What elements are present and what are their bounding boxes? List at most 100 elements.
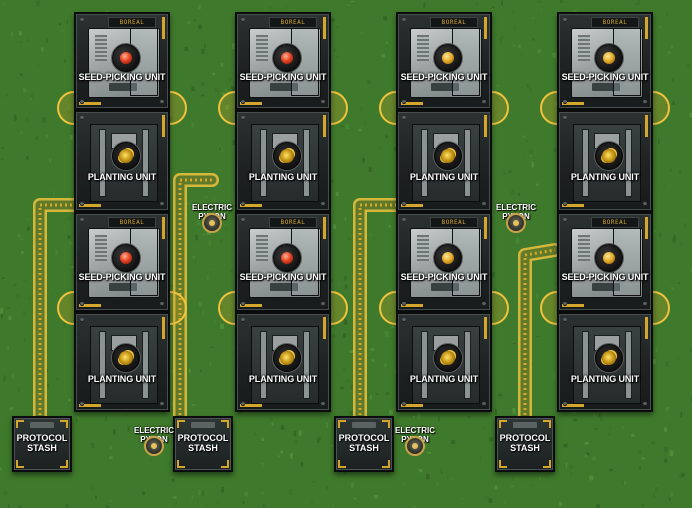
- frame-accent: [401, 102, 423, 105]
- crop-status-icon[interactable]: [595, 142, 623, 170]
- pylon-icon: [202, 213, 222, 233]
- unit-label: PLANTING UNIT: [248, 374, 318, 384]
- protocol-stash[interactable]: PROTOCOL STASH: [173, 416, 233, 472]
- crop-status-icon[interactable]: [595, 344, 623, 372]
- vent-grille: [95, 235, 107, 261]
- unit-label: SEED-PICKING UNIT: [239, 72, 327, 82]
- seed-core-icon: [603, 252, 615, 264]
- seed-status-icon[interactable]: [273, 44, 301, 72]
- seed-core-icon: [120, 252, 132, 264]
- crop-icon: [602, 149, 616, 163]
- seed-picking-unit[interactable]: BOREAL SEED-PICKING UNIT: [74, 12, 170, 110]
- planting-unit[interactable]: PLANTING UNIT: [74, 312, 170, 412]
- seed-core-icon: [442, 52, 454, 64]
- electric-pylon[interactable]: ELECTRIC PYLON: [124, 426, 184, 476]
- unit-label: SEED-PICKING UNIT: [78, 72, 166, 82]
- bolt: [80, 18, 84, 22]
- crop-status-icon[interactable]: [273, 142, 301, 170]
- crop-status-icon[interactable]: [112, 344, 140, 372]
- electric-pylon[interactable]: ELECTRIC PYLON: [486, 203, 546, 253]
- stash-corner-accent: [338, 460, 346, 468]
- frame-accent: [401, 404, 423, 407]
- frame-accent: [323, 17, 326, 39]
- brand-plate: BOREAL: [269, 17, 317, 28]
- seed-status-icon[interactable]: [595, 44, 623, 72]
- seed-core-icon: [603, 52, 615, 64]
- crop-status-icon[interactable]: [112, 142, 140, 170]
- protocol-stash[interactable]: PROTOCOL STASH: [12, 416, 72, 472]
- planting-unit[interactable]: PLANTING UNIT: [396, 110, 492, 212]
- bolt: [643, 202, 647, 206]
- bolt: [402, 18, 406, 22]
- vent-grille: [417, 35, 429, 61]
- bolt: [402, 318, 406, 322]
- planter-rail: [142, 331, 149, 399]
- stash-corner-accent: [221, 460, 229, 468]
- planting-unit[interactable]: PLANTING UNIT: [557, 312, 653, 412]
- brand-plate: BOREAL: [591, 17, 639, 28]
- stash-corner-accent: [543, 460, 551, 468]
- vent-grille: [95, 35, 107, 61]
- unit-label: PLANTING UNIT: [248, 172, 318, 182]
- planting-unit[interactable]: PLANTING UNIT: [235, 312, 331, 412]
- stash-lid: [191, 422, 215, 428]
- frame-accent: [323, 317, 326, 339]
- stash-corner-accent: [177, 420, 185, 428]
- frame-accent: [162, 317, 165, 339]
- planter-rail: [421, 331, 428, 399]
- planting-unit[interactable]: PLANTING UNIT: [396, 312, 492, 412]
- planting-unit[interactable]: PLANTING UNIT: [235, 110, 331, 212]
- stash-corner-accent: [382, 460, 390, 468]
- seed-status-icon[interactable]: [273, 244, 301, 272]
- seed-status-icon[interactable]: [112, 44, 140, 72]
- bolt: [563, 318, 567, 322]
- frame-accent: [484, 17, 487, 39]
- crop-icon: [280, 351, 294, 365]
- bolt: [241, 202, 245, 206]
- electric-pylon[interactable]: ELECTRIC PYLON: [182, 203, 242, 253]
- bolt: [482, 202, 486, 206]
- planting-unit[interactable]: PLANTING UNIT: [557, 110, 653, 212]
- crop-status-icon[interactable]: [273, 344, 301, 372]
- frame-accent: [562, 404, 584, 407]
- seed-status-icon[interactable]: [112, 244, 140, 272]
- electric-pylon[interactable]: ELECTRIC PYLON: [385, 426, 445, 476]
- planter-rail: [142, 129, 149, 197]
- stash-corner-accent: [60, 420, 68, 428]
- seed-picking-unit[interactable]: BOREAL SEED-PICKING UNIT: [235, 12, 331, 110]
- seed-status-icon[interactable]: [434, 244, 462, 272]
- planter-rail: [260, 129, 267, 197]
- unit-label: PLANTING UNIT: [570, 172, 640, 182]
- frame-accent: [484, 115, 487, 137]
- bolt: [643, 302, 647, 306]
- stash-label: PROTOCOL STASH: [16, 433, 68, 453]
- bolt: [241, 302, 245, 306]
- bolt: [321, 202, 325, 206]
- planter-rail: [625, 331, 632, 399]
- stash-corner-accent: [499, 420, 507, 428]
- brand-plate: BOREAL: [430, 217, 478, 228]
- protocol-stash[interactable]: PROTOCOL STASH: [495, 416, 555, 472]
- seed-status-icon[interactable]: [595, 244, 623, 272]
- brand-plate: BOREAL: [108, 17, 156, 28]
- crop-status-icon[interactable]: [434, 142, 462, 170]
- bolt: [80, 100, 84, 104]
- crop-status-icon[interactable]: [434, 344, 462, 372]
- bolt: [482, 100, 486, 104]
- pylon-icon: [144, 436, 164, 456]
- crop-icon: [602, 351, 616, 365]
- crop-icon: [119, 149, 133, 163]
- stash-label: PROTOCOL STASH: [499, 433, 551, 453]
- protocol-stash[interactable]: PROTOCOL STASH: [334, 416, 394, 472]
- output-slot: [592, 83, 620, 91]
- planting-unit[interactable]: PLANTING UNIT: [74, 110, 170, 212]
- seed-status-icon[interactable]: [434, 44, 462, 72]
- vent-grille: [578, 35, 590, 61]
